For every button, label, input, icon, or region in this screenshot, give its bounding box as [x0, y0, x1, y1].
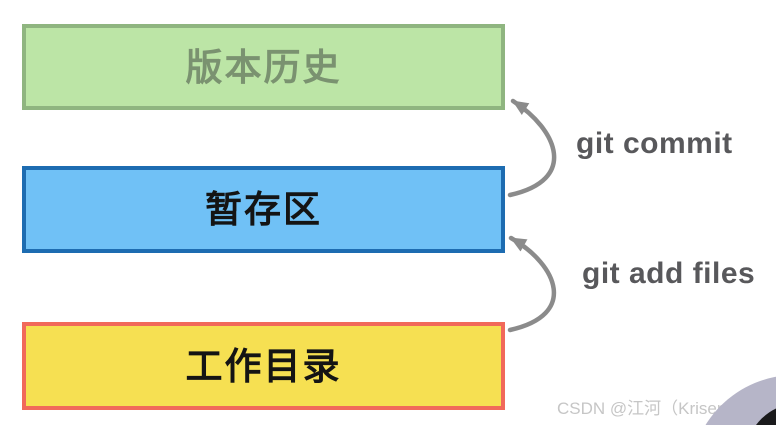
box-version-history: 版本历史 [22, 24, 505, 110]
box-working-directory-label: 工作目录 [185, 345, 342, 387]
watermark: CSDN @江河（Krisen） [557, 399, 744, 418]
box-working-directory: 工作目录 [22, 322, 505, 410]
git-add-arrow [507, 235, 556, 333]
git-add-label: git add files [582, 257, 756, 290]
box-version-history-label: 版本历史 [185, 46, 342, 88]
box-staging-area: 暂存区 [22, 166, 505, 253]
box-staging-area-label: 暂存区 [205, 189, 322, 230]
git-commit-label: git commit [576, 127, 733, 160]
git-commit-arrow [507, 98, 557, 198]
